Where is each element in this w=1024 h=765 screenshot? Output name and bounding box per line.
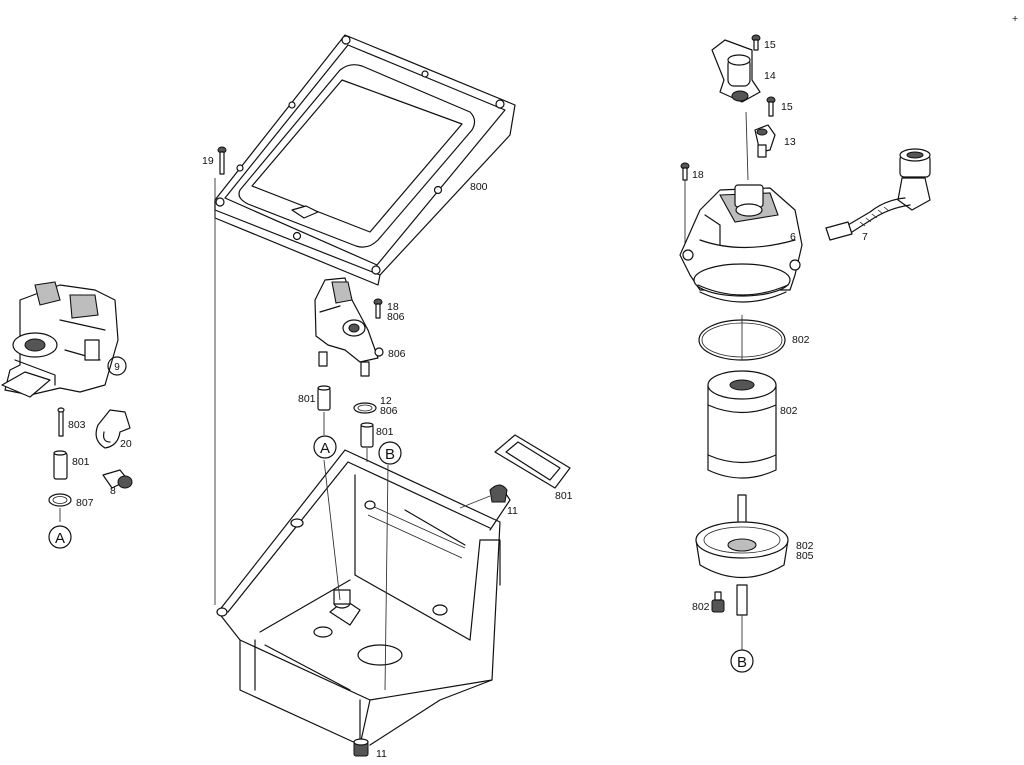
callout-11-bottom: 11 [376,748,387,760]
connector-B-right: B [730,649,754,673]
o-ring-807 [48,493,72,507]
callout-806-c: 806 [380,405,398,417]
callout-807: 807 [76,497,94,509]
sleeve-801-left [53,450,68,480]
callout-806-a: 806 [387,311,405,323]
o-ring-12 [353,402,377,414]
callout-800: 800 [470,181,488,193]
callout-18-mid: 18 [387,301,399,313]
tank-lid [214,34,516,286]
plug-11-right [459,484,508,509]
callout-805: 805 [796,550,814,562]
corner-mark: + [1012,13,1018,25]
screw-15-top [751,34,761,51]
callout-802-d: 802 [692,601,710,613]
callout-7: 7 [862,231,868,243]
svg-text:A: A [55,530,65,547]
callout-12: 12 [380,395,392,407]
callout-9: 9 [114,362,120,373]
svg-text:B: B [385,446,395,463]
gasket-seal [494,434,571,489]
callout-19: 19 [202,155,214,167]
callout-802-a: 802 [792,334,810,346]
callout-802-b: 802 [780,405,798,417]
pump-module [1,281,119,398]
svg-text:A: A [320,440,330,457]
leader-line [745,111,749,181]
clamp-20 [95,409,131,449]
callout-15-b: 15 [781,101,793,113]
sensor-13 [754,124,776,158]
drain-plug [353,738,369,757]
leader-line [384,464,389,691]
bolt-8 [102,469,133,489]
drain-screw-802 [711,591,725,613]
callout-14: 14 [764,70,776,82]
callout-11-right: 11 [507,505,518,517]
screw-18-mid [373,298,383,319]
callout-801-seal: 801 [555,490,573,502]
connector-A-mid: A [313,435,337,459]
callout-806-b: 806 [388,348,406,360]
valve-block [314,277,384,377]
connector-cable-7 [825,148,931,241]
callout-801-left: 801 [72,456,90,468]
sleeve-801-mid-a [317,385,331,411]
svg-text:B: B [737,654,747,671]
screw-18-right [680,162,690,181]
tank-body [216,449,511,746]
connector-B-mid: B [378,441,402,465]
callout-18-right: 18 [692,169,704,181]
callout-13: 13 [784,136,796,148]
connector-A-left: A [48,525,72,549]
filter-bowl-805 [695,494,789,616]
sensor-14 [711,39,761,103]
sleeve-801-mid-b [360,422,374,448]
callout-803: 803 [68,419,86,431]
callout-8: 8 [110,485,116,497]
filter-head-6 [679,184,803,303]
callout-20: 20 [120,438,132,450]
callout-801-mid: 801 [298,393,316,405]
screw-15-mid [766,96,776,117]
rod-803 [57,407,65,437]
leader-line [323,459,341,601]
filter-element-802 [707,370,777,479]
callout-6: 6 [790,231,796,243]
screw-19 [217,146,227,175]
callout-801-mid2: 801 [376,426,394,438]
circle-label-9 [107,356,127,376]
callout-15-a: 15 [764,39,776,51]
callout-802-c: 802 [796,540,814,552]
